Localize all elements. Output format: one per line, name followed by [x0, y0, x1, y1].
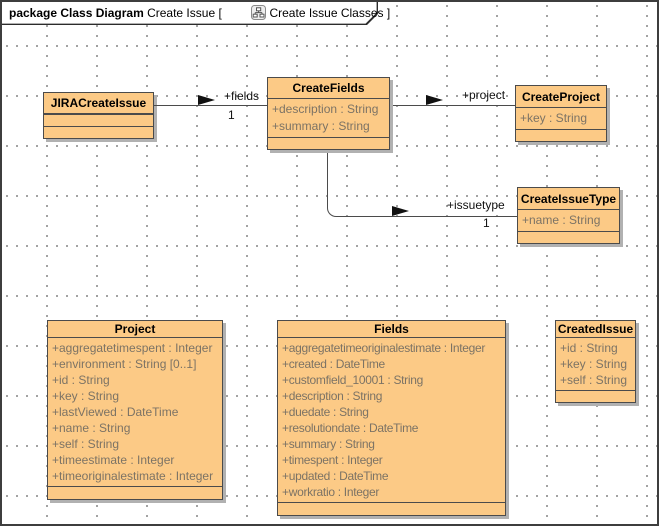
attribute[interactable]: +created : DateTime	[282, 357, 385, 371]
attribute[interactable]: +name : String	[52, 421, 131, 435]
attribute[interactable]: +timeoriginalestimate : Integer	[52, 469, 214, 483]
attribute[interactable]: +key : String	[52, 389, 120, 403]
class-createproject[interactable]: CreateProject +key : String	[515, 85, 607, 142]
class-fields[interactable]: Fields +aggregatetimeoriginalestimate : …	[277, 320, 506, 516]
operations-compartment-empty[interactable]	[268, 137, 389, 149]
attribute[interactable]: +summary : String	[272, 119, 370, 133]
diagram-frame-tab[interactable]: package Class Diagram Create Issue [ Cre…	[2, 2, 390, 25]
attribute[interactable]: +id : String	[560, 341, 618, 355]
operations-compartment-empty[interactable]	[556, 390, 635, 402]
association-fields-multiplicity[interactable]: 1	[228, 108, 235, 122]
class-project[interactable]: Project +aggregatetimespent : Integer +en…	[47, 320, 223, 500]
attribute[interactable]: +duedate : String	[282, 405, 369, 419]
class-createfields[interactable]: CreateFields +description : String +summa…	[267, 77, 390, 150]
attribute[interactable]: +environment : String [0..1]	[52, 357, 197, 371]
association-issuetype-line[interactable]	[327, 147, 517, 217]
frame-bracket-close: ]	[383, 6, 391, 20]
class-name[interactable]: JIRACreateIssue	[44, 93, 153, 114]
attribute[interactable]: +workratio : Integer	[282, 485, 380, 499]
attributes-compartment: +name : String	[518, 210, 619, 231]
attributes-compartment: +key : String	[516, 108, 606, 129]
attribute[interactable]: +aggregatetimespent : Integer	[52, 341, 213, 355]
class-jiracreateissue[interactable]: JIRACreateIssue	[43, 92, 154, 139]
association-issuetype-multiplicity[interactable]: 1	[483, 216, 490, 230]
class-name[interactable]: CreatedIssue	[556, 322, 635, 338]
attribute[interactable]: +summary : String	[282, 437, 375, 451]
attribute[interactable]: +key : String	[520, 111, 588, 125]
attribute[interactable]: +lastViewed : DateTime	[52, 405, 179, 419]
class-createdissue[interactable]: CreatedIssue +id : String +key : String +s…	[555, 320, 636, 403]
class-createissuetype[interactable]: CreateIssueType +name : String	[517, 187, 620, 244]
attributes-compartment: +description : String +summary : String	[268, 99, 389, 137]
attributes-compartment: +aggregatetimespent : Integer +environmen…	[48, 338, 222, 486]
attribute[interactable]: +name : String	[522, 213, 601, 227]
tab-background	[2, 2, 377, 24]
class-name[interactable]: Project	[48, 321, 222, 338]
association-fields-role-label[interactable]: +fields	[224, 89, 260, 103]
frame-bracket-open: [	[218, 6, 222, 20]
attribute[interactable]: +customfield_10001 : String	[282, 373, 423, 387]
attribute[interactable]: +description : String	[282, 389, 383, 403]
attribute[interactable]: +updated : DateTime	[282, 469, 389, 483]
association-project-direction-arrow-icon	[426, 95, 443, 105]
class-diagram-icon	[225, 2, 267, 37]
attribute[interactable]: +description : String	[272, 102, 379, 116]
attributes-compartment: +id : String +key : String +self : String	[556, 338, 635, 390]
operations-compartment-empty[interactable]	[44, 126, 153, 138]
class-name[interactable]: CreateIssueType	[518, 188, 619, 210]
frame-package-name: Create Issue	[143, 6, 219, 20]
operations-compartment-empty[interactable]	[516, 129, 606, 141]
class-name[interactable]: CreateProject	[516, 86, 606, 108]
operations-compartment-empty[interactable]	[518, 231, 619, 243]
operations-compartment-empty[interactable]	[278, 502, 505, 515]
attribute[interactable]: +self : String	[560, 373, 628, 387]
attribute[interactable]: +id : String	[52, 373, 110, 387]
association-project-role-label[interactable]: +project	[462, 88, 506, 102]
frame-keyword: package Class Diagram	[9, 6, 144, 20]
association-issuetype-role-label[interactable]: +issuetype	[447, 198, 505, 212]
association-issuetype-direction-arrow-icon	[392, 206, 409, 216]
class-name[interactable]: Fields	[278, 321, 505, 338]
attribute[interactable]: +resolutiondate : DateTime	[282, 421, 419, 435]
association-fields-line[interactable]	[154, 105, 267, 106]
association-project-line[interactable]	[390, 105, 515, 106]
frame-diagram-name: Create Issue Classes	[269, 6, 384, 20]
attribute[interactable]: +timeestimate : Integer	[52, 453, 175, 467]
attributes-compartment-empty[interactable]	[44, 114, 153, 126]
attribute[interactable]: +self : String	[52, 437, 120, 451]
class-name[interactable]: CreateFields	[268, 78, 389, 99]
attribute[interactable]: +aggregatetimeoriginalestimate : Integer	[282, 341, 486, 355]
operations-compartment-empty[interactable]	[48, 486, 222, 499]
attributes-compartment: +aggregatetimeoriginalestimate : Integer…	[278, 338, 505, 502]
attribute[interactable]: +key : String	[560, 357, 628, 371]
association-fields-direction-arrow-icon	[198, 95, 215, 105]
tab-content: package Class Diagram Create Issue [ Cre…	[2, 2, 390, 24]
attribute[interactable]: +timespent : Integer	[282, 453, 383, 467]
